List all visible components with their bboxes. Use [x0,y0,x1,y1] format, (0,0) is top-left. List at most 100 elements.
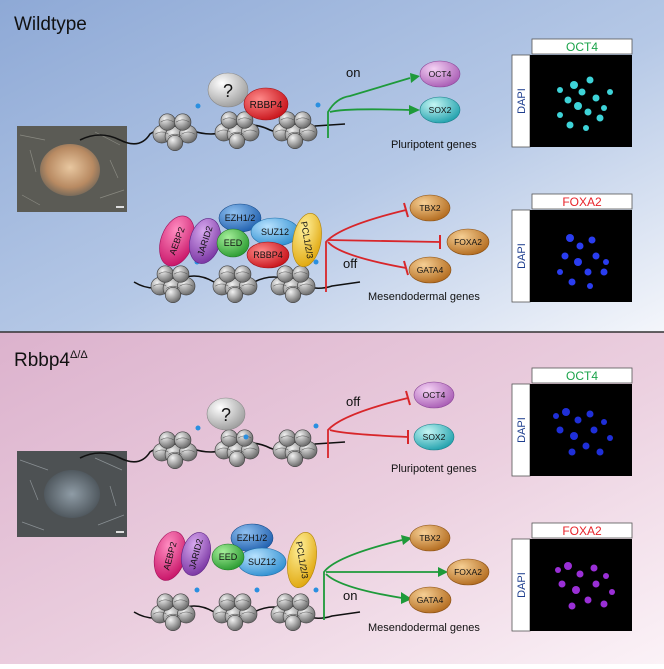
state-label: off [343,256,358,271]
arrowhead [401,535,412,545]
histone-mark-dot [194,587,200,593]
stain-label-foxa2: FOXA2 [562,195,602,209]
sox2-protein [413,423,455,451]
pcl-protein [292,212,322,268]
mutant-colony-image [17,451,127,537]
stain-label-box [531,193,633,210]
suz12-label: SUZ12 [261,227,289,237]
repression-line [325,209,407,292]
repression-line [327,241,407,269]
unknown-factor [207,72,249,108]
histone-mark-dot [313,423,319,429]
eed-label: EED [219,552,238,562]
micrograph [530,384,632,476]
histone-mark-dot [243,434,249,440]
arrowhead [438,567,448,577]
counterstain-label: DAPI [516,88,528,114]
mutant-pluripotent-genes: OCT4 SOX2 Pluripotent genes [391,381,477,475]
repression-line [329,429,409,438]
state-label: off [346,394,361,409]
pcl-protein [287,532,317,588]
histone-mark-dot [313,587,319,593]
mesendodermal-genes-label: Mesendodermal genes [368,291,480,303]
wildtype-mesendodermal-genes: TBX2 FOXA2 GATA4 Mesendodermal genes [368,194,490,303]
eed-protein [216,228,250,258]
counterstain-label: DAPI [516,417,528,443]
state-label: on [343,588,357,603]
histone-mark-dot [195,425,201,431]
counterstain-label: DAPI [516,243,528,269]
mutant-oct4-image: OCT4 DAPI [511,367,633,477]
counterstain-label: DAPI [516,572,528,598]
gene-label-gata4: GATA4 [417,595,444,605]
suz12-label: SUZ12 [248,557,276,567]
mutant-title: Rbbp4Δ/Δ [14,349,88,371]
gene-label-oct4: OCT4 [423,390,446,400]
micrograph [530,210,632,302]
wildtype-title: Wildtype [14,14,87,35]
mutant-mesendodermal-activation: on [323,535,448,620]
wildtype-mesendodermal-locus: AEBP2 JARID2 EZH1/2 SUZ12 EED RBBP4 PCL1… [133,203,361,304]
pluripotent-genes-label: Pluripotent genes [391,463,477,475]
micrograph [530,55,632,147]
histone-mark-dot [195,103,201,109]
histone-mark-dot [315,102,321,108]
stain-label-box [531,367,633,384]
gene-label-sox2: SOX2 [423,432,446,442]
gene-label-oct4: OCT4 [429,69,452,79]
wildtype-pluripotent-genes: OCT4 SOX2 Pluripotent genes [391,60,477,151]
gata4-protein [408,256,452,284]
pluripotent-genes-label: Pluripotent genes [391,139,477,151]
state-label: on [346,65,360,80]
ezh-label: EZH1/2 [237,533,268,543]
wildtype-colony-image [17,126,127,212]
histone-mark-dot [313,259,319,265]
rbbp4-label: RBBP4 [253,250,283,260]
repression-bar [403,260,409,276]
gene-label-sox2: SOX2 [429,105,452,115]
gene-label-foxa2: FOXA2 [454,237,482,247]
unknown-factor-mark: ? [223,81,233,101]
stain-label-foxa2: FOXA2 [562,524,602,538]
jarid2-protein [181,532,211,576]
gene-label-gata4: GATA4 [417,265,444,275]
mutant-pluripotent-locus: ? [79,397,346,470]
wildtype-pluripotent-locus: ? RBBP4 [79,72,346,152]
rbbp4-label: RBBP4 [250,100,283,111]
unknown-factor [206,397,246,431]
gene-label-foxa2: FOXA2 [454,567,482,577]
repression-bar [403,202,409,218]
stain-label-oct4: OCT4 [566,40,598,54]
repression-line [327,397,409,458]
stain-label-box [531,522,633,539]
oct4-protein [419,60,461,88]
oct4-protein [413,381,455,409]
wildtype-mesendodermal-repression: off [325,202,441,292]
arrowhead [401,592,412,604]
micrograph [530,539,632,631]
mesendodermal-genes-label: Mesendodermal genes [368,622,480,634]
gata4-protein [408,586,452,614]
repression-bar [405,390,411,406]
rbbp4-protein [243,87,289,121]
arrowhead [409,105,420,115]
mutant-pluripotent-repression: off [327,390,411,458]
wildtype-pluripotent-activation: on [327,65,420,138]
gene-label-tbx2: TBX2 [419,203,441,213]
stain-label-oct4: OCT4 [566,369,598,383]
gene-label-tbx2: TBX2 [419,533,441,543]
wildtype-foxa2-image: FOXA2 DAPI [511,193,633,303]
mutant-mesendodermal-genes: TBX2 FOXA2 GATA4 Mesendodermal genes [368,524,490,634]
foxa2-protein [446,228,490,256]
foxa2-protein [446,558,490,586]
rbbp4-protein [246,241,290,269]
tbx2-protein [409,524,451,552]
mutant-mesendodermal-locus: AEBP2 JARID2 EZH1/2 SUZ12 EED PCL1/2/3 [133,523,361,632]
eed-label: EED [224,238,243,248]
activation-arrow [329,108,411,113]
wildtype-oct4-image: OCT4 DAPI [511,38,633,148]
repression-line [327,239,441,243]
unknown-factor-mark: ? [221,405,231,425]
stain-label-box [531,38,633,55]
